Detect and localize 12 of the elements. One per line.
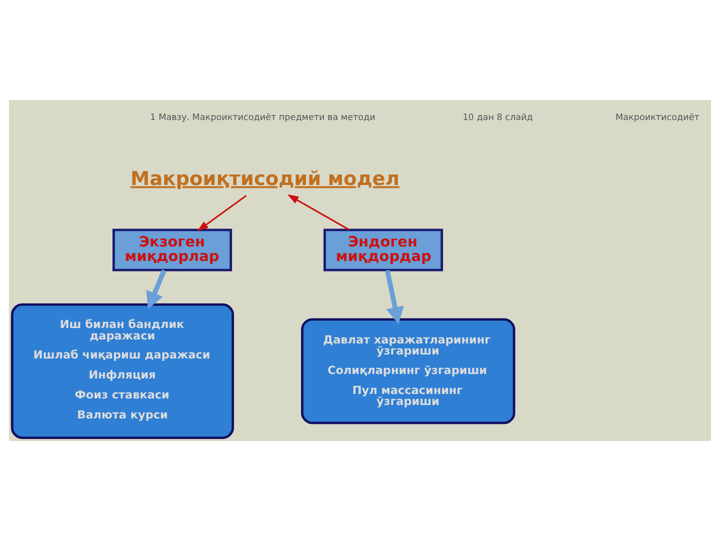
label: 10 дан 8 слайд [462, 112, 533, 122]
node-box: Иш билан бандлик даражаси Ишлаб чиқариш даражаси Инфляция Фоиз ставкаси Валюта курси [10, 302, 234, 438]
arrow [384, 269, 404, 324]
node-text: Макроиқтисодий модел [130, 166, 400, 190]
arrow [197, 194, 247, 231]
arrow [287, 194, 350, 230]
node-box: Экзоген миқдорлар [112, 228, 232, 271]
node-box: Эндоген миқдордар [324, 228, 444, 271]
arrow [146, 268, 166, 309]
label: 1 Мавзу. Макроиктисодиёт предмети ва методи [150, 112, 376, 122]
label: Макроиктисодиёт [616, 112, 700, 122]
node-box: Давлат харажатларининг ўзгариши Солиқларнинг ўзгариши Пул массасининг ўзгариши [301, 318, 516, 424]
